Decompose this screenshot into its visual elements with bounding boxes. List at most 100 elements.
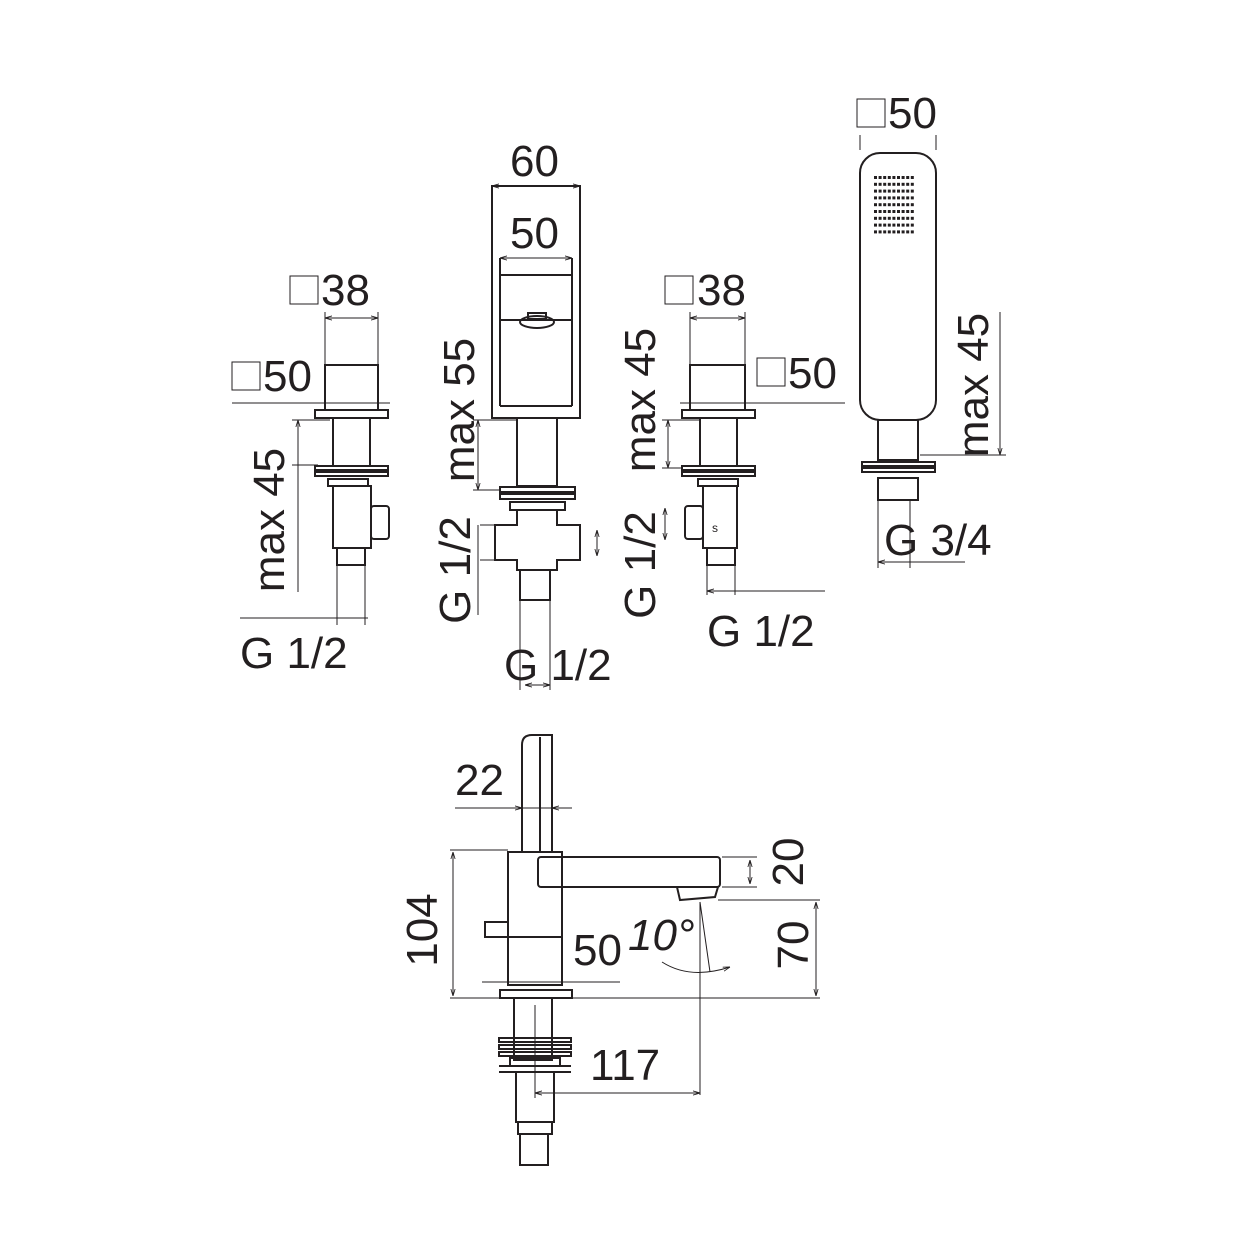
nozzle-dot — [883, 189, 887, 193]
nozzle-dot — [901, 182, 905, 186]
nozzle-dot — [874, 216, 877, 220]
nozzle-dot — [910, 176, 914, 179]
nozzle-dot — [901, 210, 905, 213]
nozzle-dot — [906, 210, 910, 213]
nozzle-dot — [910, 216, 914, 220]
nozzle-dot — [874, 189, 877, 193]
hand-shower-max-label: max 45 — [949, 313, 998, 457]
left-valve-max-label: max 45 — [245, 448, 294, 592]
spout-side-connection-label: G 1/2 — [431, 516, 480, 624]
nozzle-dot — [883, 223, 887, 227]
nozzle-dot — [897, 210, 900, 213]
nozzle-dot — [906, 216, 910, 220]
nozzle-dot — [887, 216, 891, 220]
nozzle-dot — [892, 196, 896, 200]
right-valve-connection-label: G 1/2 — [707, 607, 815, 656]
nozzle-dot — [878, 223, 882, 227]
nozzle-dot — [887, 176, 891, 179]
right-valve-mark: s — [712, 521, 718, 535]
nozzle-dot — [883, 176, 887, 179]
nozzle-dot — [878, 196, 882, 200]
square-symbol-icon — [856, 98, 886, 128]
nozzle-dot — [874, 223, 877, 227]
nozzle-dot — [897, 189, 900, 193]
nozzle-dot — [878, 182, 882, 186]
left-valve-38-label: 38 — [321, 266, 370, 315]
nozzle-dot — [874, 210, 877, 213]
nozzle-dot — [892, 210, 896, 213]
nozzle-dot — [906, 203, 910, 207]
nozzle-dot — [901, 230, 905, 234]
nozzle-dot — [878, 216, 882, 220]
nozzle-dot — [910, 189, 914, 193]
nozzle-dot — [906, 196, 910, 200]
right-valve-38-label: 38 — [697, 266, 746, 315]
square-symbol-icon — [756, 357, 786, 387]
nozzle-grid — [874, 176, 914, 234]
nozzle-dot — [897, 196, 900, 200]
nozzle-dot — [878, 203, 882, 207]
nozzle-dot — [878, 189, 882, 193]
total-height-label: 104 — [398, 893, 447, 966]
nozzle-dot — [897, 223, 900, 227]
nozzle-dot — [887, 196, 891, 200]
nozzle-dot — [878, 230, 882, 234]
nozzle-dot — [906, 223, 910, 227]
right-valve-side-connection-label: G 1/2 — [616, 511, 665, 619]
nozzle-dot — [874, 176, 877, 179]
nozzle-dot — [887, 230, 891, 234]
spout-50-label: 50 — [510, 209, 559, 258]
nozzle-dot — [906, 176, 910, 179]
nozzle-dot — [897, 203, 900, 207]
nozzle-dot — [892, 182, 896, 186]
nozzle-dot — [906, 182, 910, 186]
spout-max-label: max 55 — [435, 338, 484, 482]
nozzle-dot — [874, 230, 877, 234]
square-symbol-icon — [664, 275, 694, 305]
side-view: 22 20 104 50 70 10° 117 — [398, 734, 820, 1166]
spout-60-label: 60 — [510, 137, 559, 186]
nozzle-dot — [887, 210, 891, 213]
hand-shower-connection-label: G 3/4 — [884, 516, 992, 565]
outlet-height-label: 70 — [769, 921, 818, 970]
right-valve: 38 50 s max 45 G 1/2 G 1/2 — [616, 266, 845, 656]
nozzle-dot — [901, 189, 905, 193]
right-valve-max-label: max 45 — [616, 328, 665, 472]
nozzle-dot — [897, 216, 900, 220]
nozzle-dot — [910, 182, 914, 186]
hand-shower-50-label: 50 — [888, 89, 937, 138]
nozzle-dot — [878, 176, 882, 179]
nozzle-dot — [901, 216, 905, 220]
nozzle-dot — [910, 196, 914, 200]
nozzle-dot — [897, 182, 900, 186]
nozzle-dot — [892, 223, 896, 227]
nozzle-dot — [883, 216, 887, 220]
spout-unit: 60 50 max 55 G 1/2 G 1/2 — [431, 137, 612, 690]
nozzle-dot — [906, 230, 910, 234]
nozzle-dot — [883, 182, 887, 186]
nozzle-dot — [874, 203, 877, 207]
nozzle-dot — [874, 196, 877, 200]
right-valve-50-label: 50 — [788, 349, 837, 398]
square-symbol-icon — [289, 275, 319, 305]
spout-height-label: 20 — [764, 838, 813, 887]
nozzle-dot — [892, 189, 896, 193]
nozzle-dot — [897, 176, 900, 179]
nozzle-dot — [887, 203, 891, 207]
nozzle-dot — [910, 230, 914, 234]
left-valve-50-label: 50 — [263, 352, 312, 401]
angle-label: 10° — [628, 911, 695, 960]
nozzle-dot — [901, 196, 905, 200]
nozzle-dot — [892, 203, 896, 207]
nozzle-dot — [883, 210, 887, 213]
nozzle-dot — [892, 216, 896, 220]
nozzle-dot — [901, 203, 905, 207]
hand-shower: 50 max 45 G 3/4 — [856, 89, 1006, 568]
nozzle-dot — [883, 230, 887, 234]
nozzle-dot — [897, 230, 900, 234]
nozzle-dot — [910, 210, 914, 213]
nozzle-dot — [887, 223, 891, 227]
nozzle-dot — [901, 223, 905, 227]
